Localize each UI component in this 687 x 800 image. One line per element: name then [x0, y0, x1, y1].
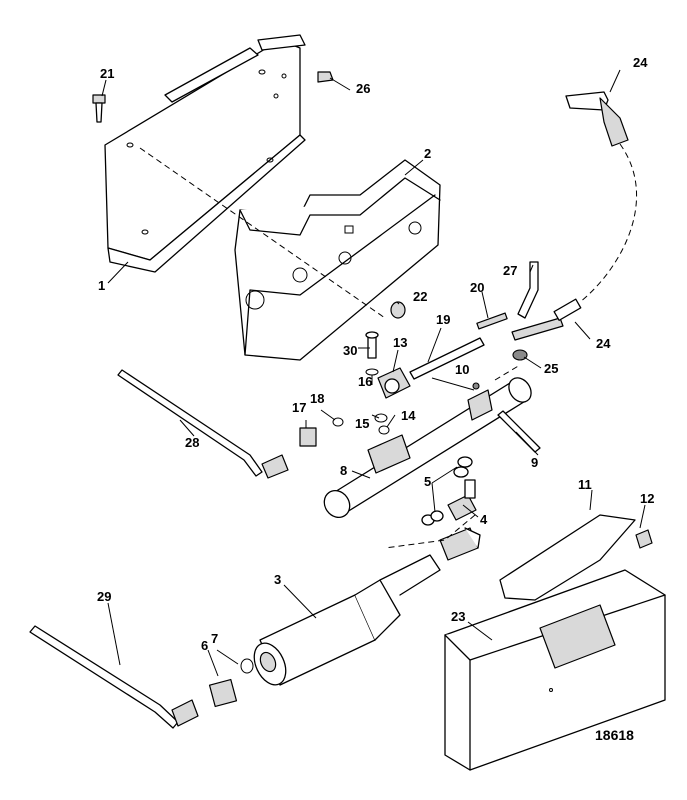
- part-6-fitting: [208, 678, 238, 708]
- callout-22: 22: [413, 289, 427, 304]
- callout-11: 11: [578, 477, 592, 492]
- callout-19: 19: [436, 312, 450, 327]
- part-1-mounting-bracket: [104, 34, 306, 273]
- part-11-bracket: [499, 514, 636, 601]
- part-2-bracket-housing: [234, 159, 441, 361]
- part-25-oring: [512, 349, 528, 361]
- callout-25: 25: [544, 361, 558, 376]
- assembly-line-3: [494, 364, 521, 381]
- callout-8: 8: [340, 463, 347, 478]
- callout-30: 30: [343, 343, 357, 358]
- callout-29: 29: [97, 589, 111, 604]
- callout-labels: 1 2 3 4 5 6 7 8 9 10 11 12 13 14 15 16 1…: [97, 55, 654, 653]
- callout-4: 4: [480, 512, 488, 527]
- part-30-screw: [365, 331, 379, 359]
- part-22-cap: [390, 301, 406, 319]
- callout-17: 17: [292, 400, 306, 415]
- callout-26: 26: [356, 81, 370, 96]
- part-28-fuel-line: [117, 369, 289, 479]
- part-26-nut: [317, 71, 334, 83]
- part-24-fuel-line-lower: [511, 298, 582, 341]
- part-14-oring: [378, 425, 390, 435]
- figure-number: 18618: [595, 727, 634, 743]
- part-24-fuel-line-upper: [565, 91, 629, 147]
- part-8-fuel-rail: [323, 377, 532, 519]
- part-17-fitting: [299, 427, 317, 447]
- callout-10: 10: [455, 362, 469, 377]
- part-12-nut: [635, 529, 653, 549]
- callout-12: 12: [640, 491, 654, 506]
- callout-28: 28: [185, 435, 199, 450]
- part-4-fitting: [447, 479, 477, 521]
- fuel-line-dashed-path: [579, 143, 637, 303]
- part-9-screw: [497, 410, 541, 453]
- callout-13: 13: [393, 335, 407, 350]
- callout-24a: 24: [633, 55, 648, 70]
- leader-lines: [101, 69, 646, 677]
- callout-24b: 24: [596, 336, 611, 351]
- callout-2: 2: [424, 146, 431, 161]
- part-23-cover: [444, 569, 666, 771]
- part-7-oring: [240, 658, 254, 674]
- part-29-fuel-line: [29, 625, 199, 729]
- callout-14: 14: [401, 408, 416, 423]
- callout-15: 15: [355, 416, 369, 431]
- part-5-orings-lower: [421, 510, 444, 526]
- callout-16: 16: [358, 374, 372, 389]
- callout-21: 21: [100, 66, 114, 81]
- callout-27: 27: [503, 263, 517, 278]
- part-19-rod: [409, 337, 485, 380]
- part-10-plug: [472, 382, 480, 390]
- part-5-orings-upper: [453, 456, 473, 478]
- part-21-screw: [92, 94, 106, 123]
- callout-9: 9: [531, 455, 538, 470]
- part-20-fitting: [476, 312, 508, 330]
- callout-18: 18: [310, 391, 324, 406]
- callout-5: 5: [424, 474, 431, 489]
- callout-1: 1: [98, 278, 105, 293]
- part-3-fuel-pump: [253, 527, 481, 686]
- callout-6: 6: [201, 638, 208, 653]
- part-18-washer: [332, 417, 344, 427]
- part-27-hose: [517, 261, 539, 319]
- callout-23: 23: [451, 609, 465, 624]
- assembly-line-2: [384, 514, 476, 549]
- part-15-oring: [374, 413, 388, 423]
- callout-7: 7: [211, 631, 218, 646]
- part-13-regulator: [377, 367, 411, 399]
- callout-3: 3: [274, 572, 281, 587]
- callout-20: 20: [470, 280, 484, 295]
